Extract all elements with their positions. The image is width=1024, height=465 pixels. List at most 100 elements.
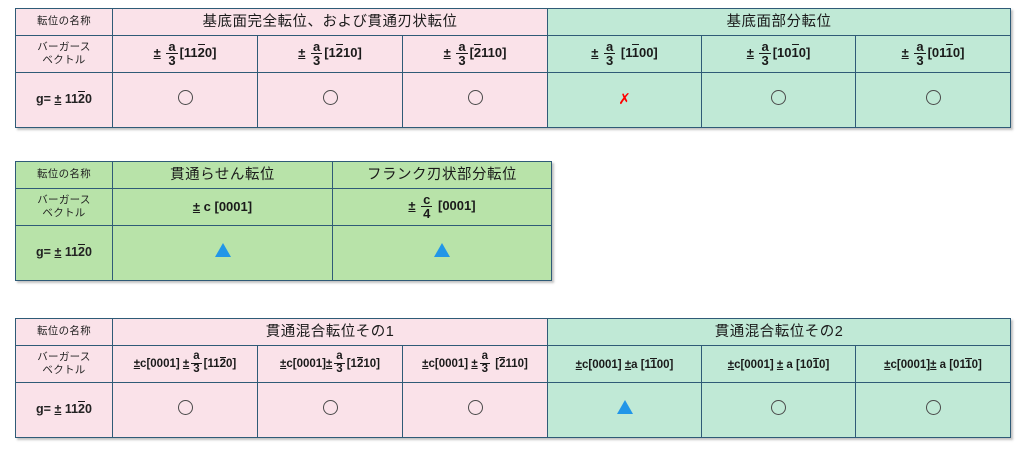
group-header-label: 基底面完全転位、および貫通刃状転位: [202, 14, 458, 30]
g-prefix: g=: [36, 92, 51, 107]
burgers-vector-4: ±c[0001] ± a [1010]: [727, 358, 830, 371]
table-row-name: 転位の名称 基底面完全転位、および貫通刃状転位 基底面部分転位: [15, 8, 1012, 36]
circle-icon: [925, 89, 941, 105]
g-pm: ±: [54, 402, 62, 417]
circle-icon: [467, 89, 483, 105]
group-header-label: フランク刃状部分転位: [367, 167, 517, 183]
burgers-line-2: ベクトル: [42, 54, 86, 66]
mark-cell-3: ✗: [547, 72, 703, 128]
mark-cell-2: [401, 382, 549, 438]
circle-icon: [771, 89, 787, 105]
mark-cell-0: [112, 225, 333, 281]
circle-icon: [177, 89, 193, 105]
table-row-g: g= ± 1120 ✗: [15, 72, 1012, 128]
burgers-vector-5: ±c[0001]± a [0110]: [884, 358, 982, 371]
g-prefix: g=: [36, 402, 51, 417]
burgers-line-1: バーガース: [37, 350, 91, 363]
row-header-g: g= ± 1120: [15, 382, 113, 438]
table-screw-frank-dislocations: 転位の名称 貫通らせん転位 フランク刃状部分転位 バーガース ベクトル ± c …: [15, 161, 552, 281]
mark-cell-5: [855, 72, 1012, 128]
burgers-cell-3: ±c[0001] ±a [1100]: [547, 345, 703, 383]
burgers-cell-4: ±c[0001] ± a [1010]: [701, 345, 857, 383]
triangle-icon: [434, 243, 450, 257]
mark-cell-1: [332, 225, 552, 281]
mark-cell-1: [257, 382, 403, 438]
table-row-g: g= ± 1120: [15, 225, 552, 281]
mark-cell-1: [257, 72, 403, 128]
circle-icon: [467, 399, 483, 415]
mark-cell-4: [701, 72, 857, 128]
row-header-burgers: バーガース ベクトル: [15, 188, 113, 226]
mark-cell-2: [401, 72, 549, 128]
mark-cell-0: [112, 72, 258, 128]
g-pm: ±: [54, 245, 62, 260]
group-header-label: 貫通らせん転位: [170, 167, 275, 183]
row-header-name: 転位の名称: [15, 161, 113, 189]
cross-icon: ✗: [618, 91, 631, 108]
circle-icon: [771, 399, 787, 415]
row-header-name: 転位の名称: [15, 318, 113, 346]
triangle-icon: [616, 400, 633, 414]
burgers-vector-3: ±c[0001] ±a [1100]: [575, 358, 674, 371]
group-header-label: 貫通混合転位その2: [714, 324, 844, 340]
triangle-icon: [214, 243, 231, 257]
row-header-g: g= ± 1120: [15, 225, 113, 281]
burgers-line-1: バーガース: [37, 40, 91, 53]
g-prefix: g=: [36, 245, 51, 260]
circle-icon: [322, 89, 338, 105]
burgers-vector-0: ± c [0001]: [192, 199, 253, 214]
burgers-line-1: バーガース: [37, 193, 91, 206]
mark-cell-0: [112, 382, 258, 438]
table-basal-dislocations: 転位の名称 基底面完全転位、および貫通刃状転位 基底面部分転位 バーガース ベク…: [15, 8, 1012, 128]
row-header-burgers: バーガース ベクトル: [15, 35, 113, 73]
mark-cell-4: [701, 382, 857, 438]
circle-icon: [177, 399, 193, 415]
group-header-0: 貫通らせん転位: [112, 161, 333, 189]
group-header-0: 基底面完全転位、および貫通刃状転位: [111, 8, 549, 36]
burgers-cell-0: ± c [0001]: [112, 188, 333, 226]
row-header-burgers: バーガース ベクトル: [15, 345, 113, 383]
burgers-line-2: ベクトル: [42, 207, 86, 219]
group-header-1: フランク刃状部分転位: [332, 161, 552, 189]
group-header-1: 貫通混合転位その2: [547, 318, 1012, 346]
group-header-label: 貫通混合転位その1: [265, 324, 395, 340]
table-mixed-dislocations: 転位の名称 貫通混合転位その1 貫通混合転位その2 バーガース ベクトル ±c[…: [15, 318, 1012, 438]
group-header-1: 基底面部分転位: [547, 8, 1012, 36]
mark-cell-5: [855, 382, 1012, 438]
burgers-cell-5: ±c[0001]± a [0110]: [855, 345, 1012, 383]
table-row-name: 転位の名称 貫通混合転位その1 貫通混合転位その2: [15, 318, 1012, 346]
row-header-g: g= ± 1120: [15, 72, 113, 128]
group-header-0: 貫通混合転位その1: [111, 318, 549, 346]
mark-cell-3: [547, 382, 703, 438]
g-pm: ±: [54, 92, 62, 107]
group-header-label: 基底面部分転位: [726, 14, 832, 30]
row-header-name: 転位の名称: [15, 8, 113, 36]
circle-icon: [322, 399, 338, 415]
circle-icon: [925, 399, 941, 415]
burgers-line-2: ベクトル: [42, 364, 86, 376]
table-row-g: g= ± 1120: [15, 382, 1012, 438]
